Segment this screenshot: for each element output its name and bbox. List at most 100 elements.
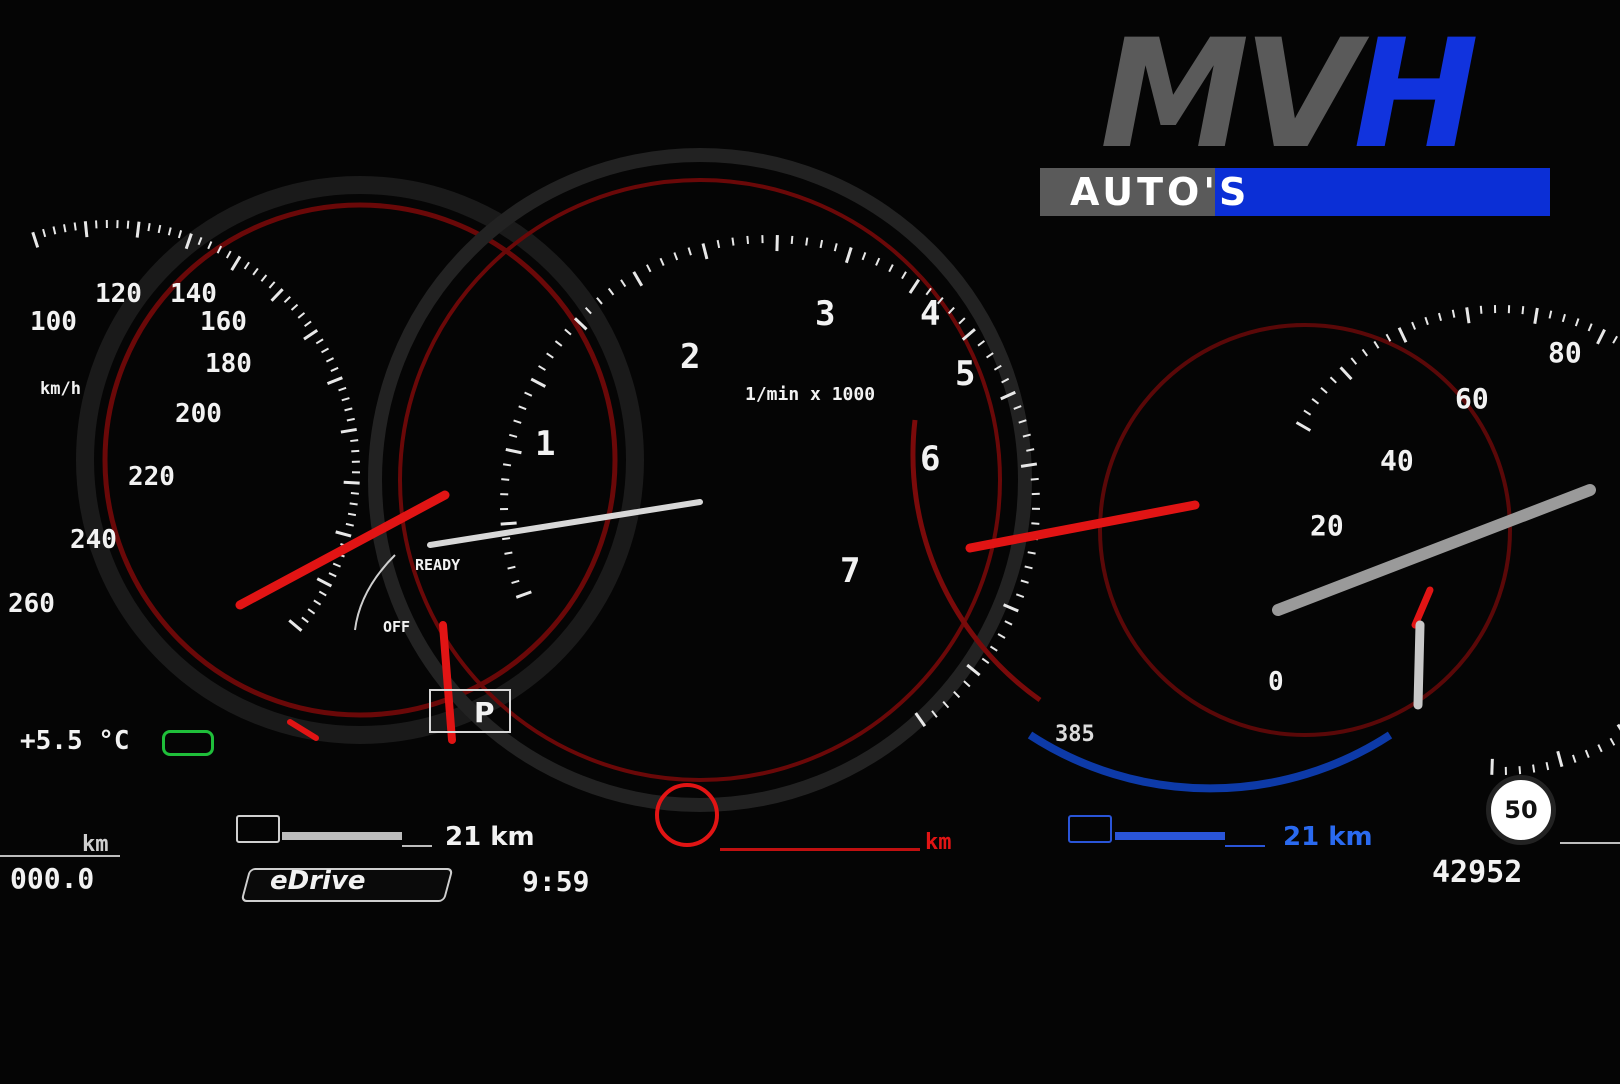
gauge-tick xyxy=(1304,410,1311,414)
gauge-tick xyxy=(1589,324,1592,331)
gauge-tick xyxy=(998,634,1005,638)
gauge-tick xyxy=(889,265,893,272)
gauge-tick xyxy=(350,503,358,504)
gauge-tick xyxy=(342,398,350,400)
speed-label: 120 xyxy=(95,279,142,309)
gauge-tick xyxy=(1025,566,1033,568)
gauge-tick xyxy=(137,222,139,238)
gauge-tick xyxy=(261,275,266,281)
gauge-tick xyxy=(516,592,531,597)
gauge-tick xyxy=(964,681,970,686)
gauge-tick xyxy=(1028,552,1036,553)
gauge-tick xyxy=(346,524,354,526)
gauge-tick xyxy=(1005,621,1012,625)
range-bar-left xyxy=(282,832,402,840)
trip-meter: 000.0 xyxy=(10,862,94,895)
speed-label: 160 xyxy=(200,307,247,337)
gauge-tick xyxy=(1439,313,1441,321)
gauge-tick xyxy=(1519,766,1520,774)
gauge-tick xyxy=(792,236,793,244)
tachometer-bezel xyxy=(375,155,1025,805)
odometer: 42952 xyxy=(1432,855,1522,890)
gauge-tick xyxy=(322,349,329,353)
gauge-tick xyxy=(1031,479,1039,480)
gauge-tick xyxy=(327,378,342,384)
rpm-label: 6 xyxy=(920,439,940,479)
gear-indicator: P xyxy=(474,696,495,729)
gauge-tick xyxy=(1363,349,1368,355)
range-right: 21 km xyxy=(1283,822,1373,852)
gauge-tick xyxy=(159,225,161,233)
gauge-tick xyxy=(1573,755,1576,763)
right-gauge-label: 60 xyxy=(1455,382,1489,415)
gauge-tick xyxy=(305,321,311,326)
tachometer-needle-red xyxy=(970,505,1195,548)
gauge-tick xyxy=(660,258,663,265)
gauge-tick xyxy=(597,298,602,304)
gauge-tick xyxy=(53,226,55,234)
gauge-tick xyxy=(208,241,211,248)
right-gauge-label: 80 xyxy=(1548,336,1582,369)
gauge-tick xyxy=(289,620,301,630)
gauge-tick xyxy=(308,609,315,614)
gauge-tick xyxy=(506,449,522,452)
speed-limit-sign: 50 xyxy=(1486,775,1556,845)
speed-label: 260 xyxy=(8,589,55,619)
gauge-tick xyxy=(1550,311,1552,319)
gauge-tick xyxy=(1453,310,1455,318)
rpm-label: 1 xyxy=(535,424,555,464)
gauge-tick xyxy=(272,289,283,301)
gauge-tick xyxy=(326,358,333,362)
gauge-tick xyxy=(821,240,823,248)
trip-underline xyxy=(0,855,120,857)
gauge-tick xyxy=(148,223,149,231)
gauge-tick xyxy=(1535,308,1538,324)
gauge-tick xyxy=(634,272,642,286)
gauge-tick xyxy=(43,229,45,237)
gauge-tick xyxy=(302,617,308,622)
right-gauge-needle-white xyxy=(1418,625,1420,705)
gauge-tick xyxy=(982,659,988,664)
ready-label: READY xyxy=(415,556,460,574)
gauge-tick xyxy=(1563,314,1565,322)
right-gauge-label: 20 xyxy=(1310,509,1344,542)
gauge-tick xyxy=(1613,336,1617,343)
gauge-tick xyxy=(609,288,614,294)
gauge-tick xyxy=(1598,745,1601,752)
gauge-tick xyxy=(1481,306,1482,314)
gauge-tick xyxy=(519,406,526,409)
gauge-tick xyxy=(351,451,359,452)
gauge-tick xyxy=(1492,759,1493,775)
gauge-tick xyxy=(333,564,340,567)
gauge-tick xyxy=(539,366,546,370)
outside-temperature: +5.5 °C xyxy=(20,726,130,756)
rpm-label: 7 xyxy=(840,551,860,591)
gauge-tick xyxy=(304,330,317,339)
gauge-tick xyxy=(85,221,87,237)
gauge-tick xyxy=(316,339,323,343)
gauge-tick xyxy=(75,223,76,231)
speed-label: 100 xyxy=(30,307,77,337)
gauge-tick xyxy=(1586,750,1589,757)
gauge-tick xyxy=(876,258,879,265)
gauge-tick xyxy=(1321,388,1327,393)
gauge-tick xyxy=(718,240,720,248)
gauge-tick xyxy=(978,341,984,346)
gauge-tick xyxy=(503,464,511,465)
gauge-tick xyxy=(621,280,625,287)
gauge-tick xyxy=(269,282,274,288)
speed-limit-value: 50 xyxy=(1504,796,1537,824)
gauge-tick xyxy=(245,262,249,269)
gauge-tick xyxy=(689,248,691,256)
gauge-tick xyxy=(344,482,360,483)
gauge-tick xyxy=(341,429,357,432)
clock: 9:59 xyxy=(522,865,589,898)
gauge-tick xyxy=(1558,751,1562,766)
gauge-tick xyxy=(531,379,545,386)
logo-letters-grey: MV xyxy=(1100,8,1353,182)
gauge-tick xyxy=(959,318,965,324)
speed-label: 240 xyxy=(70,525,117,555)
gauge-tick xyxy=(732,238,733,246)
rpm-unit: 1/min x 1000 xyxy=(745,384,875,405)
